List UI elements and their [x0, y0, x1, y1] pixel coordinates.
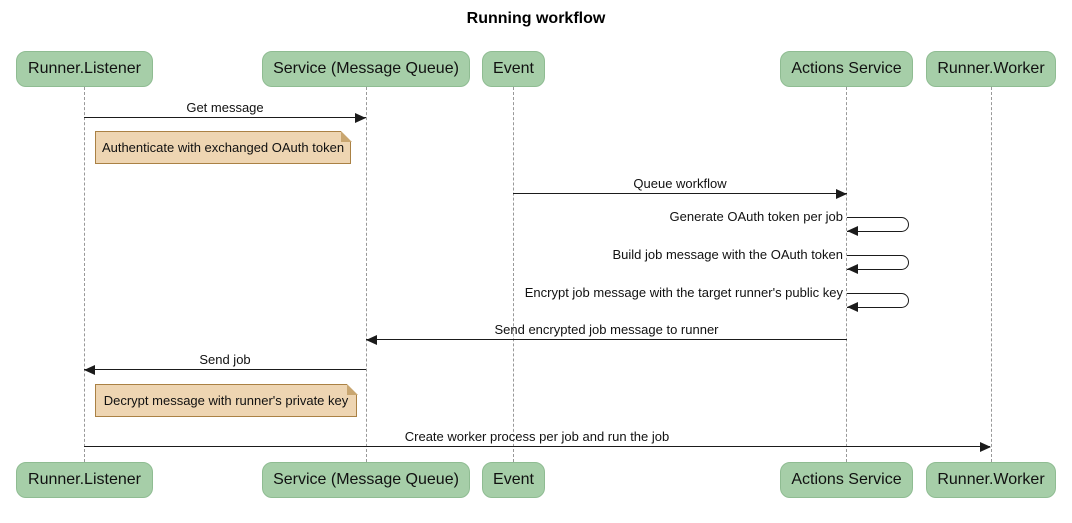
actor-top-service-message-queue: Service (Message Queue): [262, 51, 470, 87]
message-label-queue-workflow: Queue workflow: [633, 176, 727, 191]
arrowhead-create-worker: [980, 442, 991, 452]
message-label-create-worker: Create worker process per job and run th…: [404, 429, 670, 444]
actor-bottom-actions-service: Actions Service: [780, 462, 913, 498]
self-loop-label-generate-oauth-token: Generate OAuth token per job: [669, 209, 843, 224]
message-line-queue-workflow: [513, 193, 847, 194]
lifeline-runner-listener: [84, 87, 85, 462]
self-loop-build-job-message: [847, 255, 909, 270]
actor-top-actions-service: Actions Service: [780, 51, 913, 87]
lifeline-event: [513, 87, 514, 462]
arrowhead-queue-workflow: [836, 189, 847, 199]
lifeline-runner-worker: [991, 87, 992, 462]
self-loop-label-encrypt-job-message: Encrypt job message with the target runn…: [524, 285, 843, 300]
arrowhead-encrypt-job-message: [847, 302, 858, 312]
actor-top-runner-listener: Runner.Listener: [16, 51, 153, 87]
diagram-title: Running workflow: [466, 10, 606, 27]
arrowhead-build-job-message: [847, 264, 858, 274]
actor-bottom-service-message-queue: Service (Message Queue): [262, 462, 470, 498]
lifeline-actions-service: [846, 87, 847, 462]
message-label-send-job: Send job: [199, 352, 251, 367]
message-line-create-worker: [84, 446, 990, 447]
actor-top-runner-worker: Runner.Worker: [926, 51, 1056, 87]
message-line-get-message: [84, 117, 366, 118]
self-loop-generate-oauth-token: [847, 217, 909, 232]
self-loop-encrypt-job-message: [847, 293, 909, 308]
actor-bottom-runner-listener: Runner.Listener: [16, 462, 153, 498]
arrowhead-send-encrypted: [366, 335, 377, 345]
actor-bottom-event: Event: [482, 462, 545, 498]
note-decrypt: Decrypt message with runner's private ke…: [95, 383, 358, 417]
message-line-send-encrypted: [366, 339, 847, 340]
arrowhead-send-job: [84, 365, 95, 375]
message-label-send-encrypted: Send encrypted job message to runner: [494, 322, 719, 337]
actor-top-event: Event: [482, 51, 545, 87]
note-authenticate: Authenticate with exchanged OAuth token: [95, 130, 352, 164]
message-label-get-message: Get message: [186, 100, 264, 115]
actor-bottom-runner-worker: Runner.Worker: [926, 462, 1056, 498]
arrowhead-get-message: [355, 113, 366, 123]
lifeline-service-message-queue: [366, 87, 367, 462]
self-loop-label-build-job-message: Build job message with the OAuth token: [612, 247, 843, 262]
message-line-send-job: [84, 369, 366, 370]
arrowhead-generate-oauth-token: [847, 226, 858, 236]
